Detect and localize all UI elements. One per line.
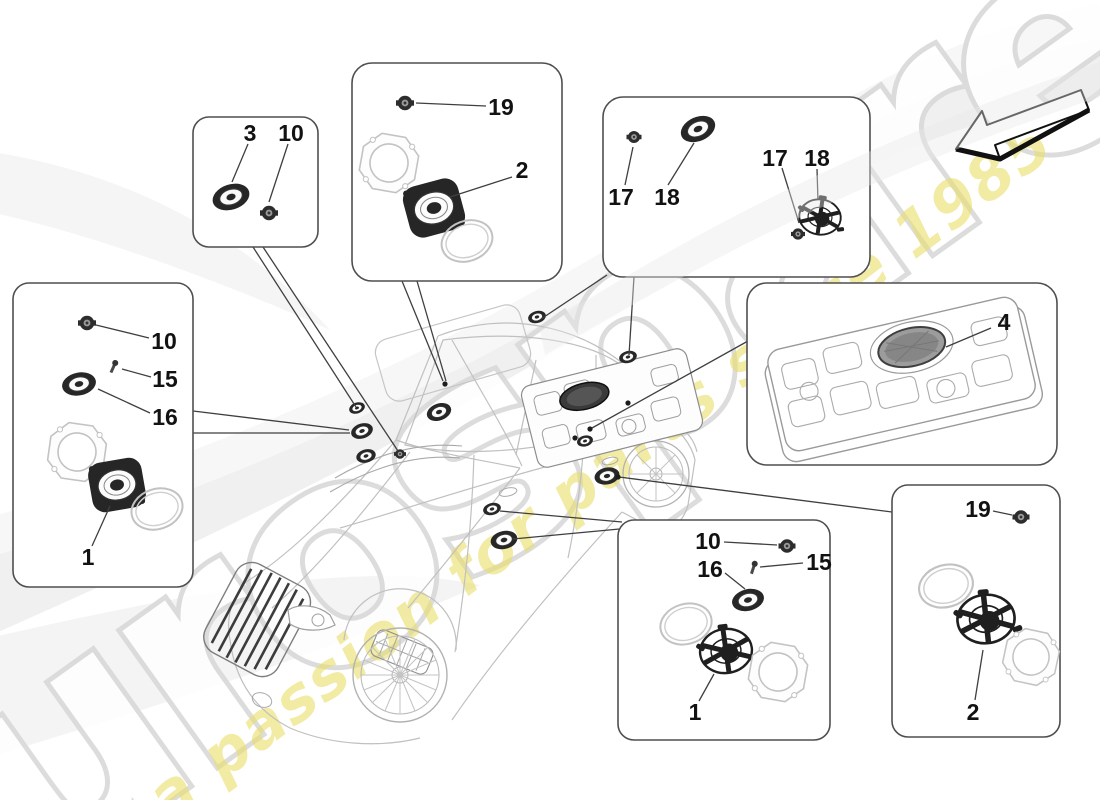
part-label-1[interactable]: 1 <box>82 544 95 570</box>
part-label-4[interactable]: 4 <box>998 309 1011 335</box>
leader-line <box>416 280 447 382</box>
direction-arrow-icon <box>955 89 1091 162</box>
leader-line <box>781 167 800 224</box>
leader-line <box>723 541 778 546</box>
leader-endpoint-dot <box>587 426 593 432</box>
leader-line <box>624 146 634 186</box>
car-bumper <box>229 639 421 745</box>
callout-box-front-door-speakers: 10 16 15 1 <box>617 519 832 741</box>
leader-line <box>667 142 695 186</box>
part-label-2[interactable]: 2 <box>516 157 529 183</box>
car-front-door-seam <box>454 454 475 653</box>
leader-line <box>618 476 893 513</box>
car-line-art <box>203 304 704 745</box>
part-label-17[interactable]: 17 <box>762 145 788 171</box>
part-label-17[interactable]: 17 <box>608 184 634 210</box>
leader-line <box>591 340 749 429</box>
part-label-15[interactable]: 15 <box>152 366 178 392</box>
leader-line <box>95 324 150 339</box>
car-fog-light <box>251 692 273 708</box>
car-front-door-handle <box>498 487 518 497</box>
car-lower-intake <box>370 629 434 675</box>
car-hood-crease <box>271 451 411 609</box>
leader-line <box>945 327 992 348</box>
callout-box-subwoofer-panel: 4 <box>746 282 1058 466</box>
part-label-2[interactable]: 2 <box>967 699 980 725</box>
part-label-19[interactable]: 19 <box>488 94 514 120</box>
leader-line <box>252 246 357 408</box>
leader-line <box>512 527 631 540</box>
part-label-18[interactable]: 18 <box>804 145 830 171</box>
leader-line <box>816 168 819 203</box>
leader-line <box>401 280 444 382</box>
leader-line <box>628 276 635 356</box>
car-rocker <box>451 511 623 721</box>
car-fender-top <box>407 467 521 609</box>
leader-line <box>974 649 984 701</box>
leader-line <box>992 510 1013 516</box>
car-sunroof <box>374 304 532 402</box>
speaker-illustration <box>85 455 149 515</box>
leader-line <box>262 246 399 452</box>
leader-line <box>698 673 715 702</box>
leader-line <box>121 368 152 378</box>
car-wiper-2 <box>329 456 461 493</box>
part-label-18[interactable]: 18 <box>654 184 680 210</box>
car-headlight <box>287 605 336 631</box>
car-rear-door-handle <box>601 456 619 466</box>
leader-line <box>415 102 487 107</box>
leader-line <box>97 388 151 414</box>
part-label-16[interactable]: 16 <box>152 404 178 430</box>
car-parcel-shelf <box>520 348 704 468</box>
callout-box-roof-tweeters: 17 18 17 18 <box>602 96 871 278</box>
leader-endpoint-dot <box>572 435 578 441</box>
leader-line <box>449 176 513 198</box>
leader-line <box>499 510 623 523</box>
leader-line <box>231 143 249 183</box>
overlay-swoosh <box>540 61 1100 355</box>
part-label-1[interactable]: 1 <box>689 699 702 725</box>
callout-box-dash-tweeter: 3 10 <box>192 116 319 248</box>
leader-endpoint-dot <box>442 381 448 387</box>
leader-line <box>759 562 804 568</box>
leader-line <box>540 274 608 320</box>
leader-line <box>268 143 289 203</box>
car-grille <box>203 561 312 678</box>
callout-leader-lines <box>192 246 893 540</box>
leader-endpoint-dot <box>615 474 621 480</box>
car-windshield-base <box>395 439 521 469</box>
callout-box-rear-door-speaker: 19 2 <box>891 484 1064 738</box>
part-label-10[interactable]: 10 <box>151 328 177 354</box>
leader-endpoint-dot <box>625 400 631 406</box>
part-label-10[interactable]: 10 <box>695 528 721 554</box>
callout-box-front-door-kit: 10 15 16 1 <box>12 282 194 588</box>
part-label-10[interactable]: 10 <box>278 120 304 146</box>
part-label-16[interactable]: 16 <box>697 556 723 582</box>
part-label-3[interactable]: 3 <box>244 120 257 146</box>
part-label-19[interactable]: 19 <box>965 496 991 522</box>
part-label-15[interactable]: 15 <box>806 549 832 575</box>
leader-line <box>724 572 746 590</box>
car-front-wheel <box>343 588 457 723</box>
leader-line <box>91 505 111 547</box>
subwoofer-panel-illustration <box>764 296 1043 463</box>
callout-box-front-door-speaker: 19 2 <box>351 62 563 282</box>
leader-line <box>192 410 350 431</box>
